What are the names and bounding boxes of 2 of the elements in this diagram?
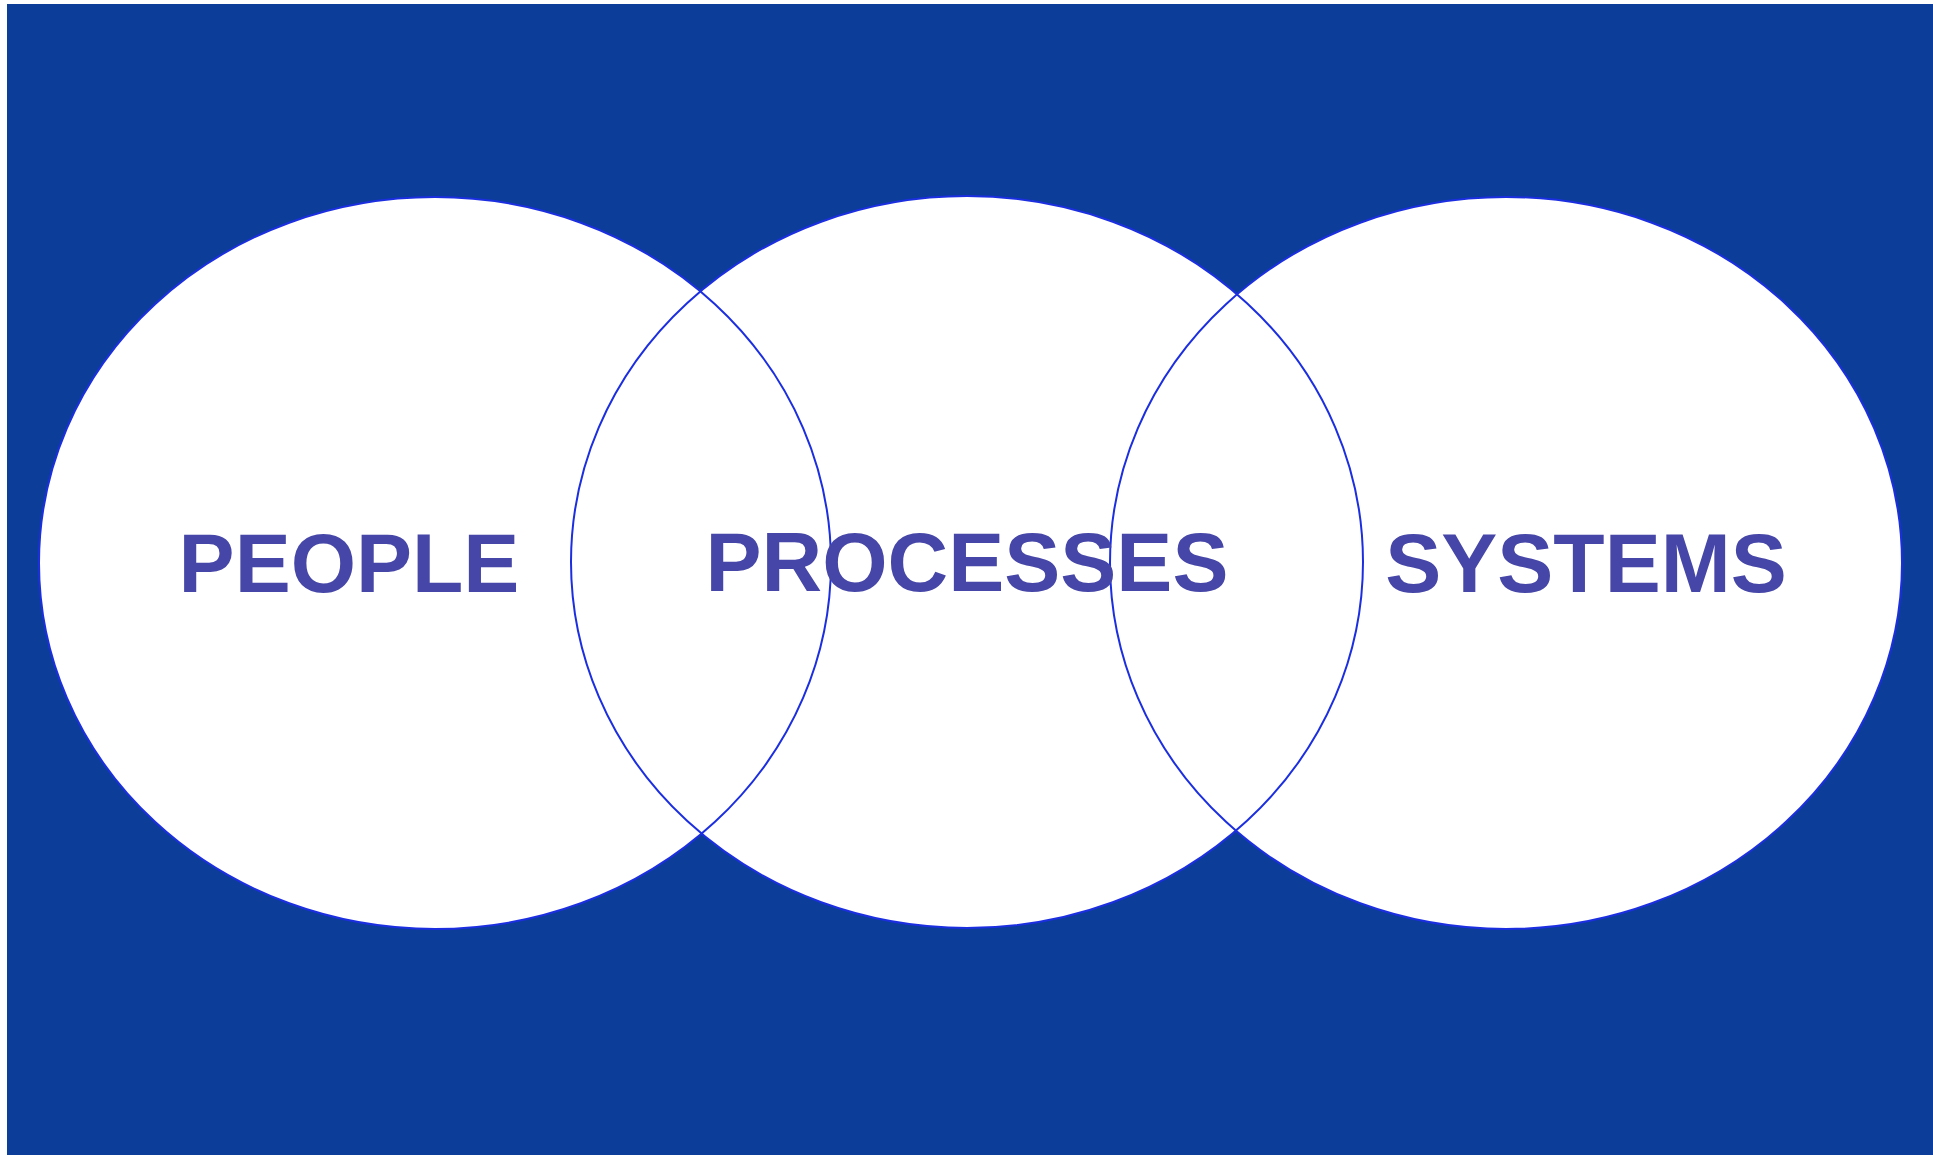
circle-label: SYSTEMS <box>1385 521 1787 605</box>
circle-label: PEOPLE <box>178 521 520 605</box>
